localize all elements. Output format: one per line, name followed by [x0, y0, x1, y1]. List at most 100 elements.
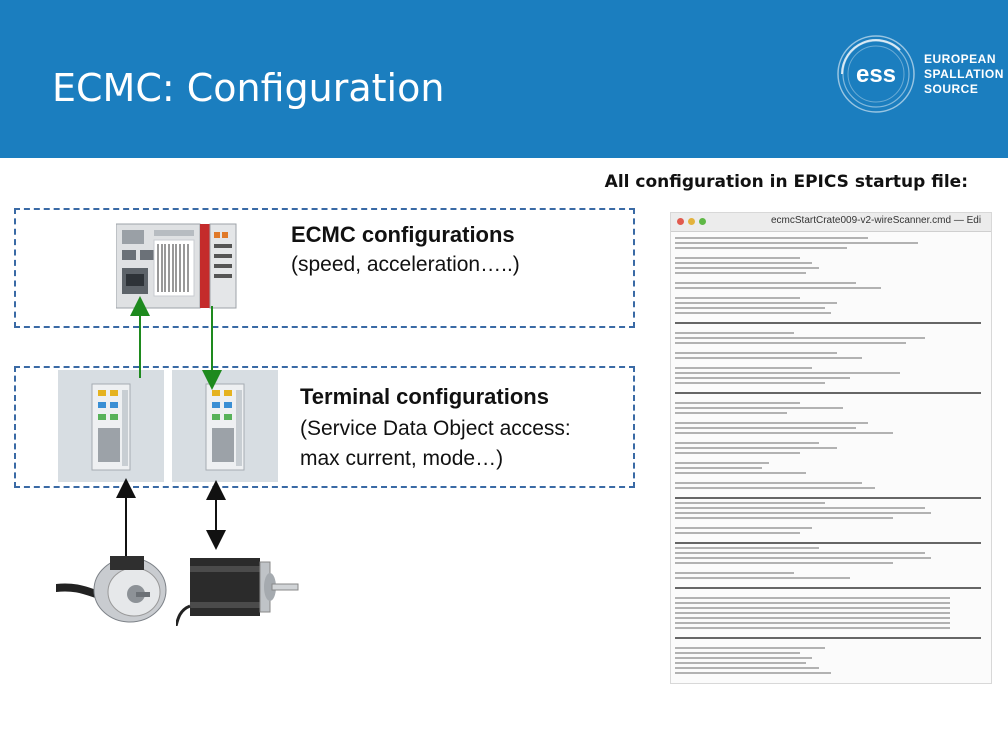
script-line	[675, 422, 869, 424]
logo-line-european: EUROPEAN	[924, 52, 997, 66]
script-line	[675, 582, 706, 584]
ethercat-terminal-icon-2	[172, 370, 278, 482]
script-line	[675, 437, 706, 439]
script-line	[675, 587, 981, 589]
script-line	[675, 402, 800, 404]
script-line	[675, 617, 950, 619]
close-dot-icon[interactable]	[677, 218, 684, 225]
slide-title: ECMC: Configuration	[52, 66, 445, 110]
script-line	[675, 377, 850, 379]
terminal-config-sub-line1: (Service Data Object access:	[300, 417, 571, 440]
script-line	[675, 277, 706, 279]
script-line	[675, 432, 894, 434]
script-line	[675, 662, 807, 664]
script-line	[675, 537, 706, 539]
script-line	[675, 527, 813, 529]
script-line	[675, 547, 819, 549]
script-line	[675, 282, 856, 284]
script-line	[675, 332, 794, 334]
script-line	[675, 667, 819, 669]
script-line	[675, 367, 813, 369]
script-line	[675, 417, 706, 419]
script-line	[675, 242, 919, 244]
ess-logo-mark: ess	[856, 61, 896, 88]
script-line	[675, 412, 788, 414]
script-line	[675, 312, 831, 314]
script-line	[675, 347, 706, 349]
logo-line-source: SOURCE	[924, 82, 979, 96]
script-line	[675, 457, 706, 459]
script-line	[675, 292, 706, 294]
ess-logo-text: EUROPEAN SPALLATION SOURCE	[924, 52, 1004, 97]
script-line	[675, 352, 838, 354]
terminal-config-sub-line2: max current, mode…)	[300, 447, 504, 470]
script-line	[675, 472, 807, 474]
script-line	[675, 577, 850, 579]
terminal-config-box	[14, 366, 635, 488]
terminal-config-title: Terminal configurations	[300, 384, 549, 409]
script-line	[675, 492, 706, 494]
script-line	[675, 557, 931, 559]
script-line	[675, 262, 813, 264]
script-line	[675, 447, 838, 449]
script-line	[675, 287, 881, 289]
script-line	[675, 427, 856, 429]
script-line	[675, 482, 863, 484]
ecmc-config-title: ECMC configurations	[291, 222, 515, 247]
minimize-dot-icon[interactable]	[688, 218, 695, 225]
beckhoff-cpu-icon	[116, 220, 244, 310]
script-line	[675, 272, 807, 274]
script-line	[675, 612, 950, 614]
script-window-title: ecmcStartCrate009-v2-wireScanner.cmd — E…	[771, 215, 982, 226]
script-line	[675, 357, 863, 359]
script-line	[675, 602, 950, 604]
script-line	[675, 647, 825, 649]
script-line	[675, 237, 869, 239]
script-line	[675, 632, 706, 634]
script-code-lines	[675, 237, 987, 677]
ecmc-config-subtitle: (speed, acceleration…..)	[291, 253, 520, 276]
script-line	[675, 567, 706, 569]
script-line	[675, 307, 825, 309]
script-line	[675, 337, 925, 339]
script-line	[675, 552, 925, 554]
startup-file-label: All configuration in EPICS startup file:	[604, 172, 968, 192]
script-line	[675, 452, 800, 454]
script-line	[675, 517, 894, 519]
script-line	[675, 652, 800, 654]
script-line	[675, 477, 706, 479]
ethercat-terminal-icon	[58, 370, 164, 482]
script-line	[675, 592, 706, 594]
slide-header: ECMC: Configuration ess EUROPEAN SPALLAT…	[0, 0, 1008, 158]
script-line	[675, 522, 706, 524]
script-line	[675, 392, 981, 394]
script-line	[675, 497, 981, 499]
script-line	[675, 467, 763, 469]
ecmc-config-heading: ECMC configurations (speed, acceleration…	[291, 220, 520, 280]
ess-logo-icon: ess	[837, 35, 915, 113]
script-line	[675, 487, 875, 489]
stepper-motor-icon	[176, 546, 300, 626]
script-line	[675, 252, 706, 254]
script-line	[675, 372, 900, 374]
script-line	[675, 642, 706, 644]
script-line	[675, 512, 931, 514]
script-line	[675, 362, 706, 364]
script-line	[675, 257, 800, 259]
script-line	[675, 622, 950, 624]
script-line	[675, 397, 706, 399]
script-line	[675, 672, 831, 674]
ess-logo: ess EUROPEAN SPALLATION SOURCE	[834, 32, 1004, 122]
script-line	[675, 267, 819, 269]
script-line	[675, 462, 769, 464]
script-line	[675, 327, 706, 329]
logo-line-spallation: SPALLATION	[924, 67, 1004, 81]
script-line	[675, 562, 894, 564]
zoom-dot-icon[interactable]	[699, 218, 706, 225]
startup-script-window: ecmcStartCrate009-v2-wireScanner.cmd — E…	[670, 212, 992, 684]
script-line	[675, 342, 906, 344]
ecmc-config-box	[14, 208, 635, 328]
script-window-titlebar: ecmcStartCrate009-v2-wireScanner.cmd — E…	[671, 213, 991, 232]
script-line	[675, 627, 950, 629]
